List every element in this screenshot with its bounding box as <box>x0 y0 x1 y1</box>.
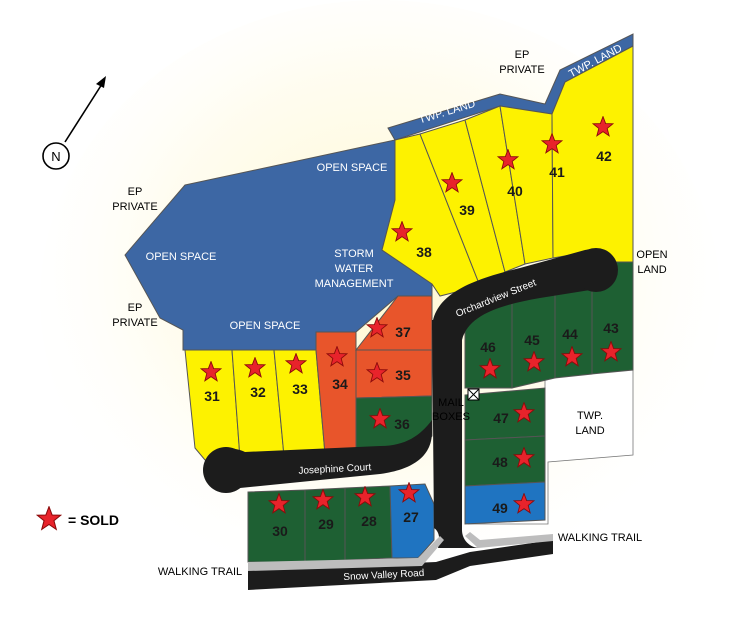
orchardview-street <box>432 249 608 340</box>
lot-number: 43 <box>603 320 619 336</box>
legend-label: = SOLD <box>68 512 119 528</box>
lot-number: 42 <box>596 148 612 164</box>
lot-number: 28 <box>361 513 377 529</box>
storm-water-label-3: MANAGEMENT <box>315 278 394 290</box>
twp-land-right-2: LAND <box>575 425 604 437</box>
walking-trail-right-label: WALKING TRAIL <box>558 532 642 544</box>
lot-number: 40 <box>507 183 523 199</box>
lot-number: 32 <box>250 384 266 400</box>
lot-number: 46 <box>480 339 496 355</box>
ep-private-top-2: PRIVATE <box>499 64 544 76</box>
compass-label: N <box>51 149 60 164</box>
main-road-vertical <box>432 320 480 548</box>
lot-number: 47 <box>493 410 509 426</box>
josephine-cul-de-sac <box>203 447 249 493</box>
lot-number: 34 <box>332 376 348 392</box>
lot-number: 49 <box>492 500 508 516</box>
lot-number: 33 <box>292 381 308 397</box>
open-land-2: LAND <box>637 264 666 276</box>
open-space-left-label: OPEN SPACE <box>146 251 217 263</box>
legend-star-icon <box>36 506 62 530</box>
walking-trail-left-label: WALKING TRAIL <box>158 566 242 578</box>
lot-number: 37 <box>395 324 411 340</box>
lot-number: 35 <box>395 367 411 383</box>
lot-number: 30 <box>272 523 288 539</box>
lot-number: 44 <box>562 326 578 342</box>
walking-trail-right-strip <box>465 532 553 548</box>
lot-number: 39 <box>459 202 475 218</box>
lot-number: 29 <box>318 516 334 532</box>
lot-numbers: 38 39 40 41 42 43 44 45 46 47 48 49 31 3… <box>204 148 619 539</box>
open-space-bottom-label: OPEN SPACE <box>230 320 301 332</box>
ep-private-left1-2: PRIVATE <box>112 201 157 213</box>
walking-trail-left-strip <box>248 536 444 571</box>
ep-private-left2-2: PRIVATE <box>112 317 157 329</box>
lot-number: 27 <box>403 509 419 525</box>
ep-private-left1-1: EP <box>128 186 143 198</box>
mail-boxes-label-1: MAIL <box>438 397 464 409</box>
mail-boxes-icon <box>467 388 480 401</box>
twp-land-right-1: TWP. <box>577 410 603 422</box>
lot-number: 45 <box>524 332 540 348</box>
storm-water-label-1: STORM <box>334 248 374 260</box>
lot-number: 48 <box>492 454 508 470</box>
storm-water-label-2: WATER <box>335 263 374 275</box>
lot-36[interactable] <box>355 349 433 399</box>
ep-private-left2-1: EP <box>128 302 143 314</box>
ep-private-top-1: EP <box>515 49 530 61</box>
snow-valley-road-label: Snow Valley Road <box>343 568 424 583</box>
lot-number: 36 <box>394 416 410 432</box>
legend: = SOLD <box>36 506 119 530</box>
open-space-top-label: OPEN SPACE <box>317 162 388 174</box>
lot-number: 38 <box>416 244 432 260</box>
compass: N <box>42 76 106 170</box>
josephine-court <box>204 420 432 489</box>
open-land-1: OPEN <box>636 249 667 261</box>
mail-boxes-label-2: BOXES <box>432 411 470 423</box>
orchardview-cul-de-sac <box>574 248 618 292</box>
josephine-court-label: Josephine Court <box>298 462 372 477</box>
lot-49[interactable] <box>464 481 546 525</box>
lot-27[interactable] <box>389 483 435 559</box>
lot-number: 41 <box>549 164 565 180</box>
lot-number: 31 <box>204 388 220 404</box>
north-arrow-icon <box>96 76 106 88</box>
